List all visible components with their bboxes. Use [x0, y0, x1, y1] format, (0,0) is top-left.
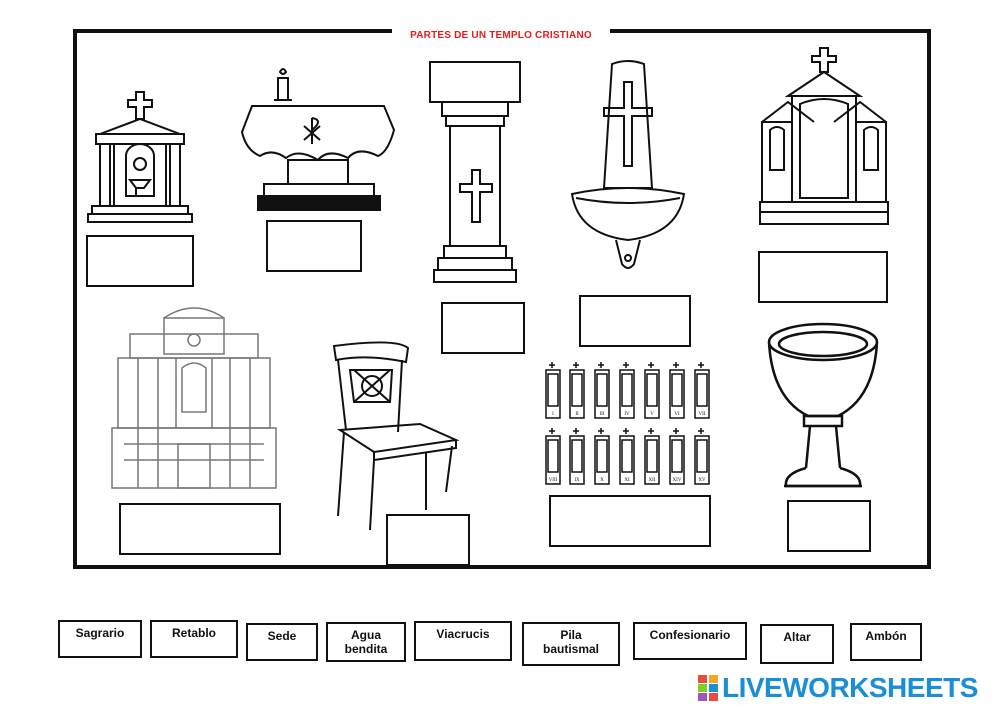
station-numeral: XII — [649, 478, 656, 483]
tabernacle-icon — [86, 88, 194, 226]
station-numeral: VI — [674, 412, 680, 417]
altar-icon — [238, 66, 398, 214]
brand-text: LIVEWORKSHEETS — [722, 672, 978, 703]
confessional-icon — [758, 46, 890, 230]
option-label: Retablo — [171, 626, 216, 640]
liveworksheets-icon — [698, 675, 718, 701]
option-label: Agua — [351, 628, 381, 642]
altar-answer-box[interactable] — [266, 220, 362, 272]
option-sede[interactable]: Sede — [246, 623, 318, 661]
station-numeral: X — [600, 478, 604, 483]
ambon-illustration — [426, 58, 524, 286]
option-label: Altar — [783, 630, 811, 644]
station-numeral: IX — [574, 478, 580, 483]
option-label: Ambón — [865, 629, 907, 643]
station-numeral: III — [600, 412, 605, 417]
option-altar[interactable]: Altar — [760, 624, 834, 664]
option-label: Confesionario — [649, 628, 731, 642]
station-numeral: VII — [699, 412, 706, 417]
liveworksheets-logo: LIVEWORKSHEETS — [698, 672, 978, 704]
station-numeral: VIII — [549, 478, 558, 483]
option-viacrucis[interactable]: Viacrucis — [414, 621, 512, 661]
option-label: Sede — [267, 629, 297, 643]
option-retablo[interactable]: Retablo — [150, 620, 238, 658]
station-numeral: IV — [624, 412, 630, 417]
option-label-line2: bendita — [344, 642, 388, 656]
title-gap — [392, 24, 610, 38]
altar-illustration — [238, 66, 398, 214]
option-label: Viacrucis — [436, 627, 490, 641]
station-numeral: I — [552, 412, 554, 417]
retablo-answer-box[interactable] — [119, 503, 281, 555]
chair-icon — [328, 340, 464, 532]
worksheet-title: PARTES DE UN TEMPLO CRISTIANO — [410, 30, 592, 41]
station-numeral: XIV — [673, 478, 682, 483]
sede-illustration — [328, 340, 464, 532]
holy-water-font-icon — [566, 58, 690, 276]
retablo-illustration — [108, 294, 280, 492]
option-label: Pila — [560, 628, 582, 642]
altarpiece-icon — [108, 294, 280, 492]
option-label-line2: bautismal — [542, 642, 599, 656]
option-pila-bautismal[interactable]: Pila bautismal — [522, 622, 620, 666]
station-numeral: XI — [624, 478, 630, 483]
ambon-answer-box[interactable] — [441, 302, 525, 354]
sagrario-illustration — [86, 88, 194, 226]
station-numeral: XV — [698, 478, 706, 483]
sede-answer-box[interactable] — [386, 514, 470, 566]
option-confesionario[interactable]: Confesionario — [633, 622, 747, 660]
option-agua-bendita[interactable]: Agua bendita — [326, 622, 406, 662]
confesionario-answer-box[interactable] — [758, 251, 888, 303]
option-sagrario[interactable]: Sagrario — [58, 620, 142, 658]
station-numeral: V — [650, 412, 654, 417]
stations-of-cross-icon: I II III IV V VI VII VIII IX X XI XII XI… — [544, 358, 720, 490]
viacrucis-illustration: I II III IV V VI VII VIII IX X XI XII XI… — [544, 358, 720, 490]
confesionario-illustration — [758, 46, 890, 230]
agua-bendita-answer-box[interactable] — [579, 295, 691, 347]
ambo-column-icon — [426, 58, 524, 286]
pila-bautismal-answer-box[interactable] — [787, 500, 871, 552]
option-ambon[interactable]: Ambón — [850, 623, 922, 661]
sagrario-answer-box[interactable] — [86, 235, 194, 287]
pila-bautismal-illustration — [764, 318, 882, 496]
option-label: Sagrario — [75, 626, 125, 640]
baptismal-font-icon — [764, 318, 882, 496]
viacrucis-answer-box[interactable] — [549, 495, 711, 547]
agua-bendita-illustration — [566, 58, 690, 276]
station-numeral: II — [575, 412, 579, 417]
